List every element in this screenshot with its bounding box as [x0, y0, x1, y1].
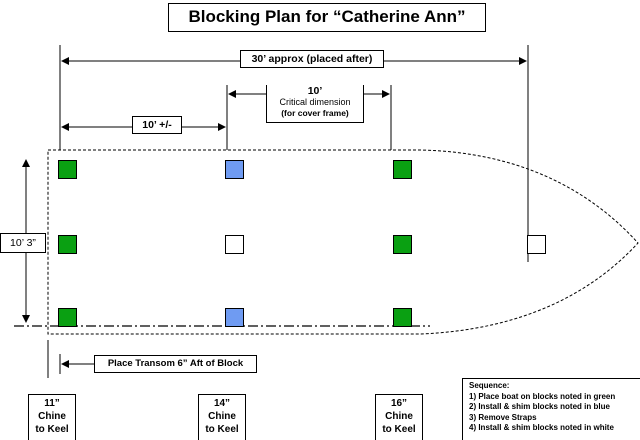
page-title: Blocking Plan for “Catherine Ann” [168, 3, 486, 32]
overall-dimension-label: 30’ approx (placed after) [240, 50, 384, 68]
sequence-step: 1) Place boat on blocks noted in green [469, 391, 616, 401]
block-green-aft-top [58, 160, 77, 179]
chine-value: 14” [213, 398, 231, 409]
block-green-fwd-top [393, 160, 412, 179]
chine-label-aft: 11” Chine to Keel [28, 394, 76, 440]
sequence-box: Sequence: 1) Place boat on blocks noted … [462, 378, 640, 440]
chine-text-to-keel: to Keel [205, 424, 239, 435]
chine-label-fwd: 16” Chine to Keel [375, 394, 423, 440]
beam-dimension-label: 10’ 3” [0, 233, 46, 253]
transom-note: Place Transom 6” Aft of Block [94, 355, 257, 373]
block-green-aft-middle [58, 235, 77, 254]
chine-text: Chine [208, 411, 236, 422]
hull-outline [47, 149, 639, 335]
sequence-step: 2) Install & shim blocks noted in blue [469, 402, 610, 411]
chine-text-to-keel: to Keel [382, 424, 416, 435]
critical-dimension-value: 10’ [307, 85, 323, 97]
block-green-fwd-middle [393, 235, 412, 254]
first-spacing-label: 10’ +/- [132, 116, 182, 134]
block-blue-mid-bottom [225, 308, 244, 327]
critical-dimension-title: Critical dimension [279, 97, 351, 107]
critical-dimension-label: 10’ Critical dimension (for cover frame) [266, 85, 364, 123]
chine-label-mid: 14” Chine to Keel [198, 394, 246, 440]
sequence-step: 4) Install & shim blocks noted in white [469, 423, 614, 432]
block-green-fwd-bottom [393, 308, 412, 327]
chine-value: 11” [44, 398, 60, 409]
block-white-mid-middle [225, 235, 244, 254]
chine-value: 16” [390, 398, 408, 409]
block-green-aft-bottom [58, 308, 77, 327]
sequence-heading: Sequence: [469, 381, 510, 390]
block-blue-mid-top [225, 160, 244, 179]
chine-text: Chine [38, 411, 66, 422]
sequence-step: 3) Remove Straps [469, 412, 537, 422]
chine-text: Chine [385, 411, 413, 422]
block-white-bow [527, 235, 546, 254]
critical-dimension-note: (for cover frame) [281, 108, 349, 118]
chine-text-to-keel: to Keel [35, 424, 69, 435]
